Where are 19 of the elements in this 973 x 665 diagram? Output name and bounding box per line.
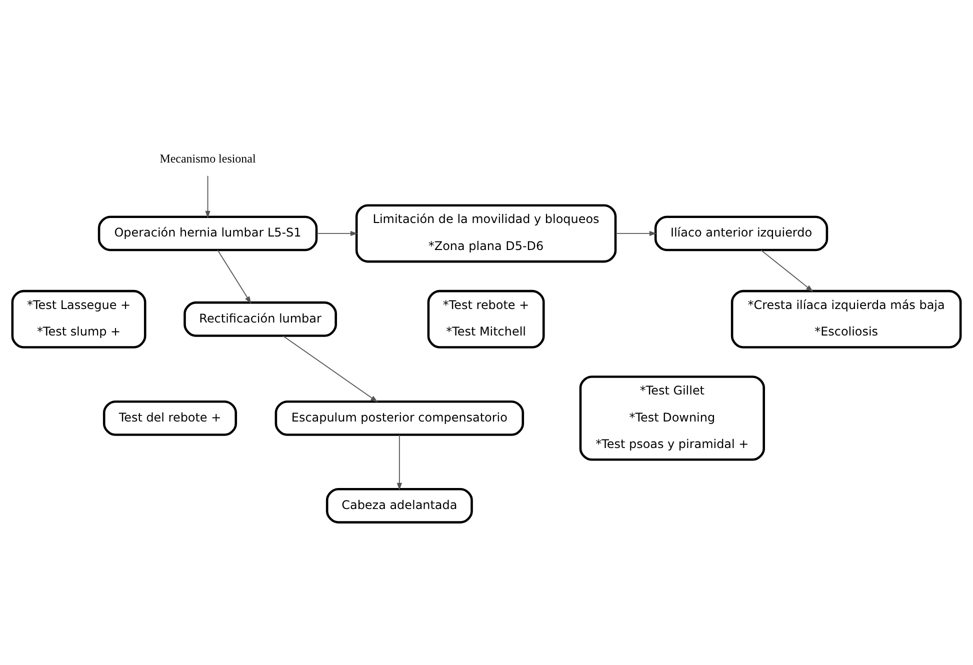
node-box: Cabeza adelantada (326, 488, 473, 524)
node-box: Ilíaco anterior izquierdo (654, 216, 828, 252)
arrow (217, 250, 252, 304)
node-text: Mecanismo lesional (160, 151, 256, 166)
arrow (396, 434, 402, 490)
node-box: *Cresta ilíaca izquierda más baja *Escoliosis (730, 290, 962, 348)
arrow (760, 250, 814, 292)
node-box: Escapulum posterior compensatorio (274, 400, 524, 436)
node-box: Rectificación lumbar (184, 301, 337, 337)
arrow (316, 230, 358, 236)
node-box: *Test Lassegue + *Test slump + (11, 290, 146, 348)
node-box: Operación hernia lumbar L5-S1 (98, 216, 318, 252)
node-box: Limitación de la movilidad y bloqueos *Zona plana D5-D6 (355, 204, 617, 263)
node-box: *Test Gillet *Test Downing *Test psoas y piramidal + (579, 376, 765, 461)
node-box: *Test rebote + *Test Mitchell (427, 290, 545, 348)
arrow (282, 335, 378, 402)
node-box: Test del rebote + (102, 400, 238, 436)
arrow (205, 175, 210, 218)
arrow (615, 230, 657, 236)
